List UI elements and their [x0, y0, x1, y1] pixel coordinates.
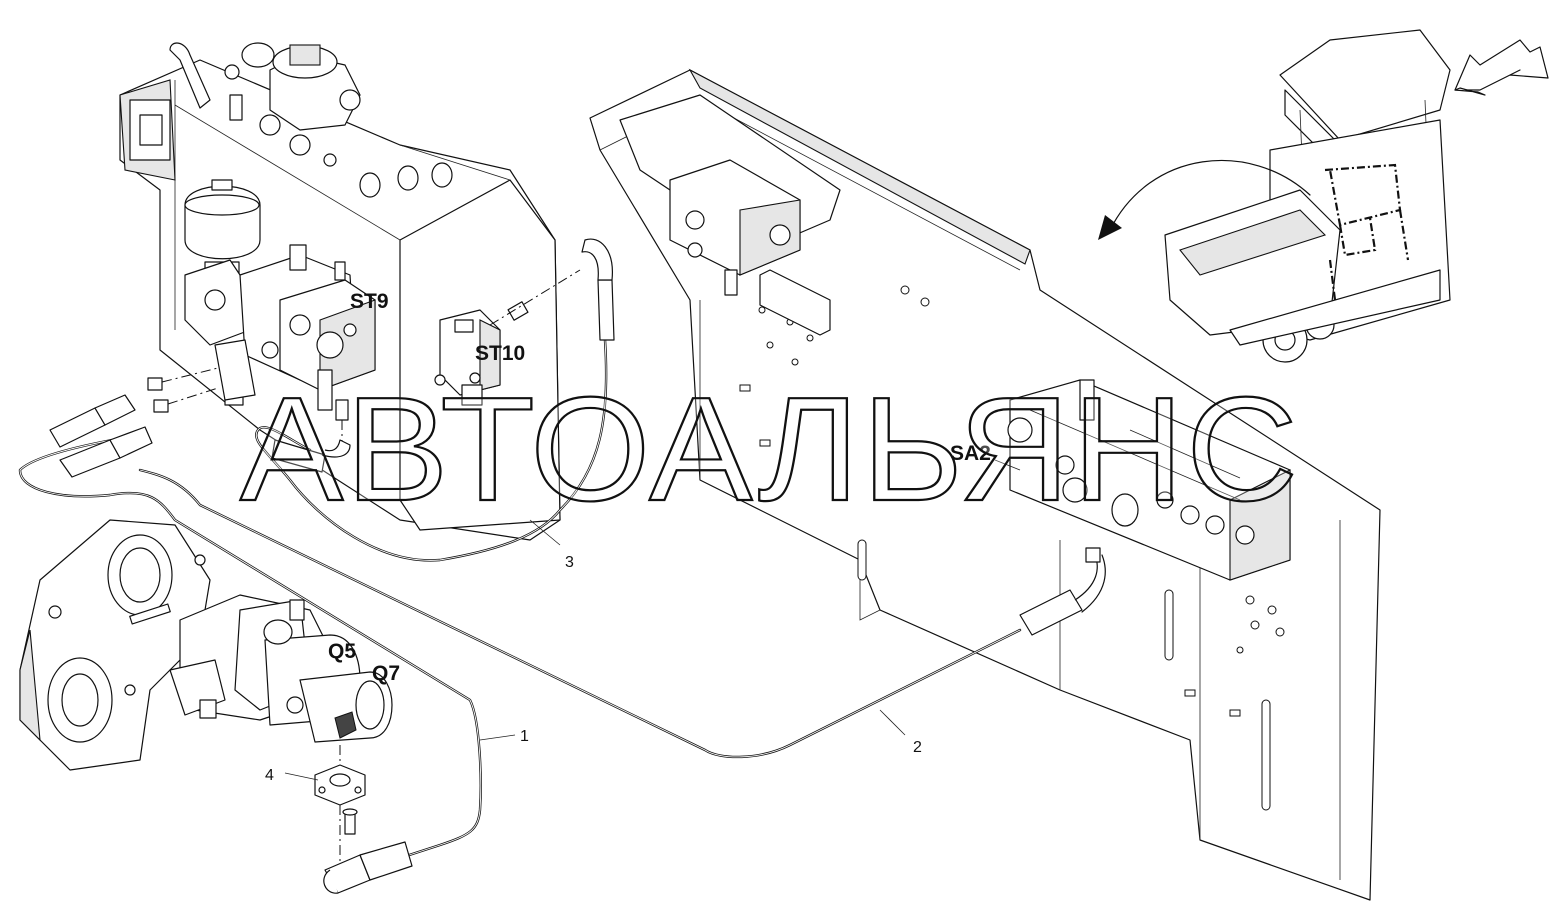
hydraulic-pump-q5-q7	[169, 594, 393, 743]
hose-2	[59, 426, 1106, 759]
accumulator	[184, 179, 261, 283]
hydraulic-tank	[119, 42, 581, 541]
label-q7: Q7	[372, 662, 400, 685]
leader-4	[284, 772, 319, 781]
watermark-text: АВТОАЛЬЯНС	[240, 367, 1300, 532]
valve-bank-sa2	[1007, 379, 1291, 581]
engine-housing	[19, 519, 211, 771]
label-st10: ST10	[475, 342, 525, 365]
rotation-arrow-icon	[1098, 159, 1311, 240]
item-number-3: 3	[565, 554, 574, 571]
view-direction-arrow-icon	[1454, 39, 1549, 96]
label-st9: ST9	[350, 290, 389, 313]
hose-1	[18, 394, 482, 894]
item-number-1: 1	[520, 728, 529, 745]
valve-block-st9	[184, 244, 376, 411]
valve-st10	[434, 309, 501, 406]
frame-holes	[739, 285, 1285, 811]
label-sa2: SA2	[950, 442, 991, 465]
leader-2	[879, 709, 906, 736]
item-number-2: 2	[913, 739, 922, 756]
machine-overview	[1098, 29, 1549, 363]
leader-sa2	[994, 459, 1021, 471]
flange-4	[314, 745, 366, 865]
hose-3	[255, 238, 615, 562]
leader-3	[529, 519, 561, 546]
item-number-4: 4	[265, 767, 274, 784]
machine-frame	[589, 68, 1381, 901]
label-q5: Q5	[328, 640, 356, 663]
leader-1	[479, 734, 516, 741]
